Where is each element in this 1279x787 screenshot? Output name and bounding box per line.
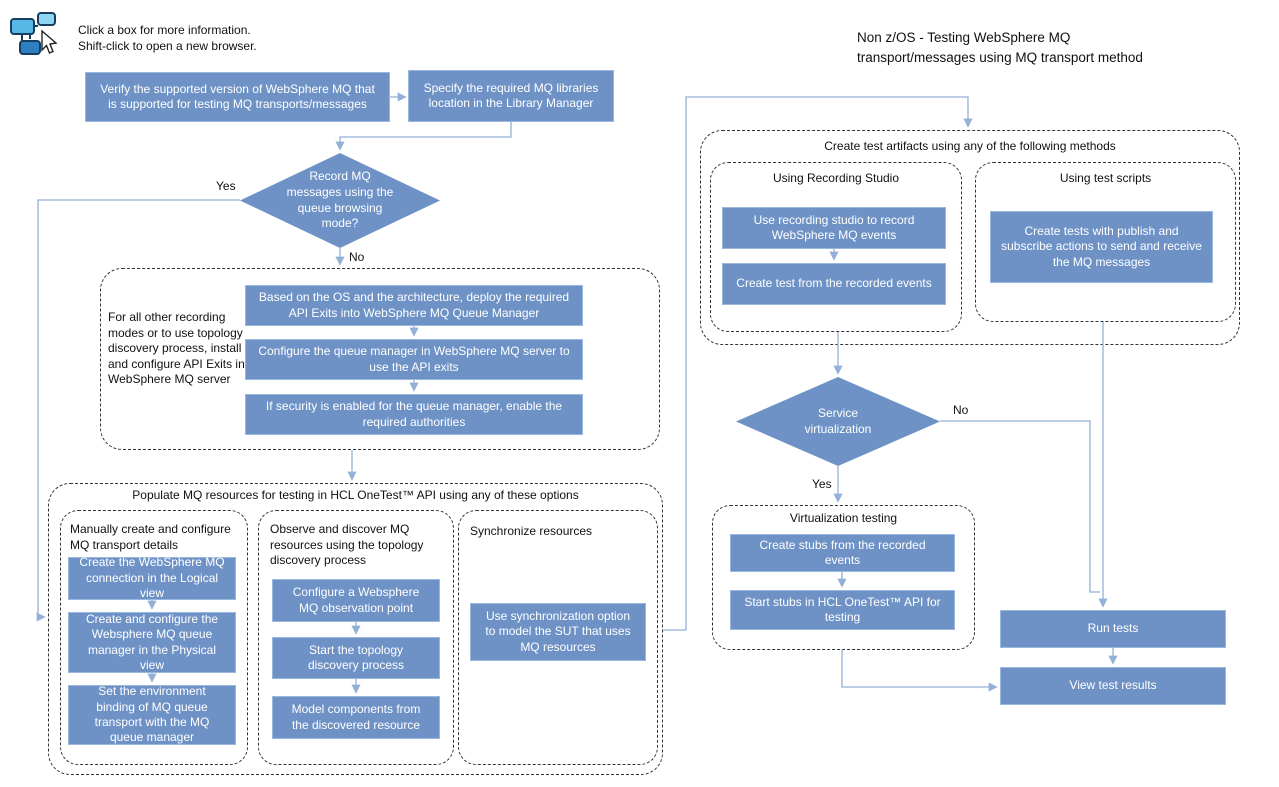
imagemap-icon [8,10,62,69]
node-start-topology-discovery[interactable]: Start the topology discovery process [272,637,440,679]
decision-service-virtualization-label: Service virtualization [804,405,872,436]
legend-line1: Click a box for more information. [78,23,251,37]
group-synchronize-title: Synchronize resources [470,524,593,538]
node-deploy-api-exits[interactable]: Based on the OS and the architecture, de… [245,285,583,326]
node-synchronize-resources[interactable]: Use synchronization option to model the … [470,603,646,661]
diagram-title: Non z/OS - Testing WebSphere MQ transpor… [857,28,1143,69]
diagram-title-line1: Non z/OS - Testing WebSphere MQ [857,30,1071,45]
group-populate-resources-title: Populate MQ resources for testing in HCL… [132,488,579,502]
group-virtualization-testing-title: Virtualization testing [789,511,898,525]
group-test-scripts [975,162,1236,322]
group-test-scripts-title: Using test scripts [1059,171,1152,185]
decision-service-virtualization: Service virtualization [736,377,940,466]
node-configure-queue-manager[interactable]: Configure the queue manager in WebSphere… [245,339,583,380]
note-api-exits: For all other recording modes or to use … [108,310,245,387]
node-enable-authorities[interactable]: If security is enabled for the queue man… [245,394,583,435]
legend: Click a box for more information. Shift-… [78,22,257,54]
group-topology-discovery-title: Observe and discover MQ resources using … [270,522,424,568]
group-synchronize [458,510,658,765]
node-specify-libraries[interactable]: Specify the required MQ libraries locati… [408,70,614,122]
node-start-stubs[interactable]: Start stubs in HCL OneTest™ API for test… [730,590,955,630]
node-create-publish-subscribe-tests[interactable]: Create tests with publish and subscribe … [990,211,1213,283]
node-run-tests[interactable]: Run tests [1000,610,1226,648]
node-configure-observation-point[interactable]: Configure a Websphere MQ observation poi… [272,579,440,622]
decision-record-mq-label: Record MQ messages using the queue brows… [286,169,394,231]
group-manual-transport-title: Manually create and configure MQ transpo… [70,522,231,552]
group-recording-studio-title: Using Recording Studio [772,171,900,185]
imagemap-icon-graphic [10,12,58,55]
node-set-environment-binding[interactable]: Set the environment binding of MQ queue … [68,684,236,745]
label-record-yes: Yes [216,179,236,193]
node-create-stubs[interactable]: Create stubs from the recorded events [730,534,955,572]
label-sv-yes: Yes [812,477,832,491]
node-model-components[interactable]: Model components from the discovered res… [272,696,440,739]
node-view-test-results[interactable]: View test results [1000,667,1226,705]
diagram-title-line2: transport/messages using MQ transport me… [857,50,1143,66]
node-record-mq-events[interactable]: Use recording studio to record WebSphere… [722,207,946,249]
label-record-no: No [349,250,365,264]
decision-record-mq: Record MQ messages using the queue brows… [240,153,440,248]
node-create-mq-connection[interactable]: Create the WebSphere MQ connection in th… [68,555,236,600]
connector-specify-to-decision [335,122,512,151]
group-topology-discovery [258,510,454,765]
node-create-test-from-recording[interactable]: Create test from the recorded events [722,263,946,305]
group-populate-resources [48,483,663,775]
connector-virtualization-to-view [841,650,998,692]
legend-line2: Shift-click to open a new browser. [78,39,257,54]
node-verify-version[interactable]: Verify the supported version of WebSpher… [85,72,390,122]
label-sv-no: No [953,403,969,417]
node-configure-queue-manager-physical[interactable]: Create and configure the Websphere MQ qu… [68,612,236,673]
group-create-artifacts-title: Create test artifacts using any of the f… [824,139,1116,153]
